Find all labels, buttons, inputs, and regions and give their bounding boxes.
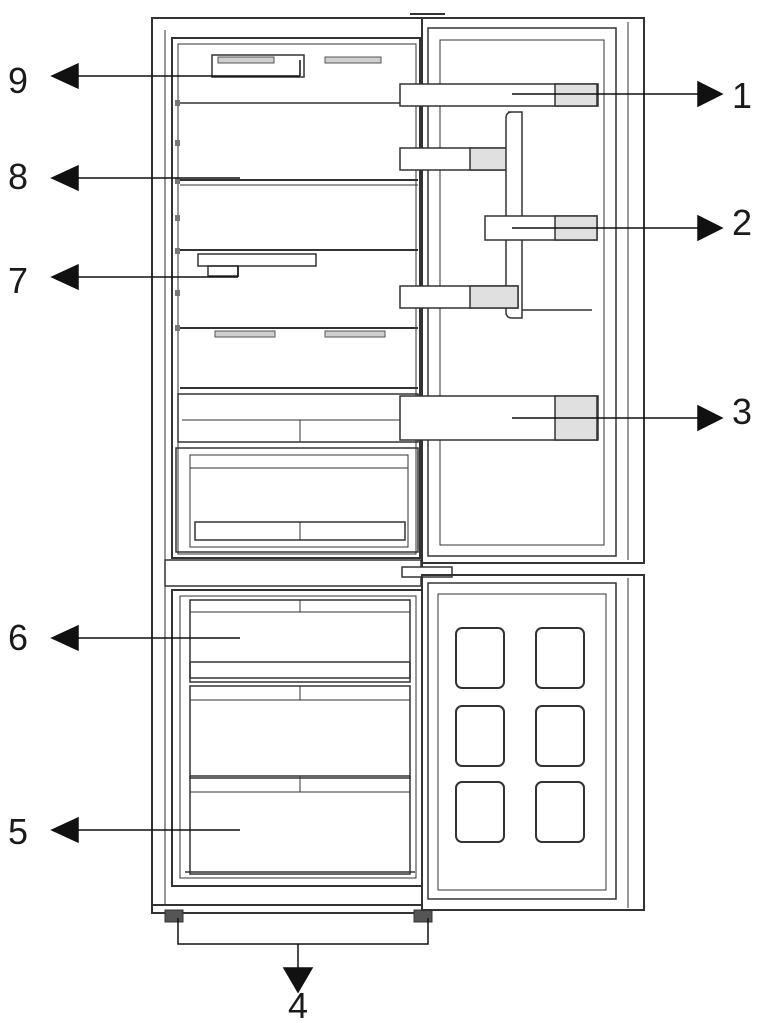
top-light-housing xyxy=(211,54,305,78)
door-panel xyxy=(535,781,585,843)
bottle-rack-frame xyxy=(505,111,523,319)
top-light-left xyxy=(217,56,275,64)
callout-leaders xyxy=(50,60,724,994)
fridge-compartment xyxy=(171,37,421,559)
callout-label-8: 8 xyxy=(8,156,28,197)
door-panel xyxy=(535,627,585,689)
door-holder-lower-end xyxy=(469,285,519,309)
adjustable-foot-right xyxy=(413,909,433,923)
leader-4-bracket xyxy=(177,918,429,945)
door-balcony-top-end xyxy=(554,83,598,107)
freezer-door-outline xyxy=(421,574,645,911)
rail-stud xyxy=(175,215,180,221)
rail-stud xyxy=(175,325,180,331)
feet xyxy=(164,909,433,923)
callout-labels: 9 8 7 6 5 1 2 3 4 xyxy=(8,60,752,1023)
arrow-2 xyxy=(697,214,724,242)
arrow-6 xyxy=(50,624,79,652)
arrow-7 xyxy=(50,263,79,291)
compartment-divider xyxy=(164,559,422,587)
arrow-1 xyxy=(697,80,724,108)
door-panel xyxy=(455,781,505,843)
rail-stud xyxy=(175,178,180,184)
freezer-door-panels xyxy=(455,627,585,843)
callout-label-1: 1 xyxy=(732,75,752,116)
shelf-lower-clip-left xyxy=(214,330,276,338)
callout-label-5: 5 xyxy=(8,811,28,852)
door-balconies xyxy=(399,83,599,441)
crisper-drawer-inner xyxy=(189,454,409,548)
shelf-lower-clip-right xyxy=(324,330,386,338)
egg-tray xyxy=(197,253,317,267)
shelf-rails xyxy=(175,100,180,331)
door-panel xyxy=(455,627,505,689)
rail-stud xyxy=(175,140,180,146)
freezer-compartment xyxy=(171,589,423,887)
arrow-5 xyxy=(50,816,79,844)
callout-label-9: 9 xyxy=(8,60,28,101)
crisper-drawer xyxy=(175,447,419,553)
callout-label-4: 4 xyxy=(288,985,308,1023)
arrow-3 xyxy=(697,404,724,432)
freezer-interior xyxy=(185,599,415,875)
callout-label-6: 6 xyxy=(8,617,28,658)
fridge-interior xyxy=(175,54,419,553)
door-panel xyxy=(535,705,585,767)
freezer-drawer-top-handle xyxy=(189,661,411,679)
callout-label-2: 2 xyxy=(732,202,752,243)
door-balcony-top xyxy=(399,83,599,107)
freezer-door-liner xyxy=(437,593,607,891)
adjustable-foot-left xyxy=(164,909,184,923)
arrow-4 xyxy=(282,967,314,994)
callout-label-3: 3 xyxy=(732,391,752,432)
rail-stud xyxy=(175,100,180,106)
rail-stud xyxy=(175,248,180,254)
fridge-compartment-inner xyxy=(177,43,417,555)
door-panel xyxy=(455,705,505,767)
callout-label-7: 7 xyxy=(8,260,28,301)
top-light-right xyxy=(324,56,382,64)
freezer-compartment-inner xyxy=(179,595,417,879)
freezer-door-gasket xyxy=(427,582,617,900)
middle-hinge-plate xyxy=(401,566,453,578)
arrow-8 xyxy=(50,164,79,192)
middle-hinge xyxy=(401,566,453,578)
crisper-cover xyxy=(177,393,419,443)
arrow-9 xyxy=(50,62,79,90)
egg-tray-tab xyxy=(207,265,239,277)
freezer-door xyxy=(421,574,645,911)
rail-stud xyxy=(175,290,180,296)
